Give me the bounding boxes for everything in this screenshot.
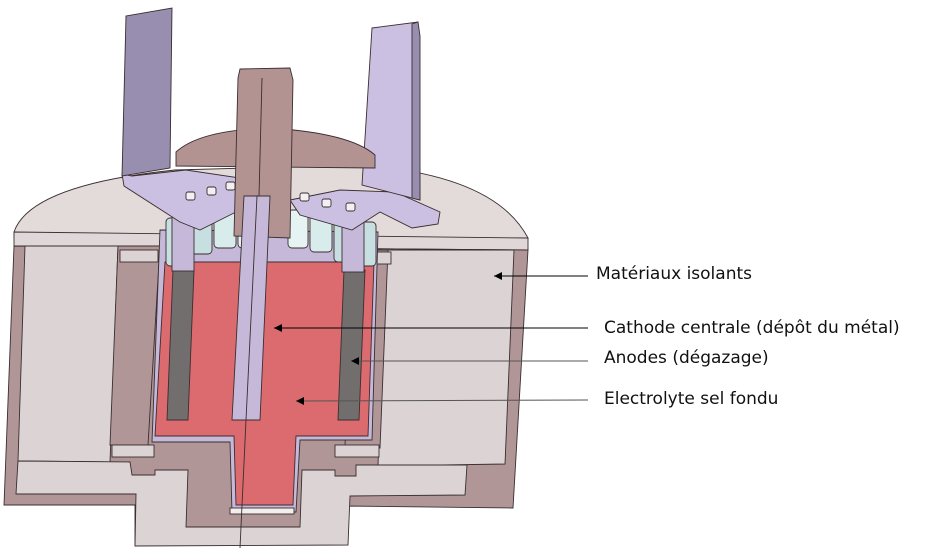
insulation-left	[17, 245, 119, 463]
crucible-bottom-plate	[229, 507, 295, 515]
electrolyte	[154, 261, 375, 506]
leader-anodes	[351, 357, 588, 365]
ledge-right	[334, 444, 380, 458]
label-anodes: Anodes (dégazage)	[604, 348, 769, 368]
insulation-right	[377, 249, 515, 467]
busbar-right-upright	[361, 21, 421, 201]
label-cathode: Cathode centrale (dépôt du métal)	[604, 318, 900, 338]
cathode-rod	[231, 195, 271, 421]
insulation-bottom	[15, 460, 468, 547]
busbar-left-upright	[121, 7, 173, 177]
label-electrolyte: Electrolyte sel fondu	[604, 389, 779, 409]
leader-electrolyte	[295, 397, 589, 405]
busbar-right-upright-edge	[411, 21, 421, 201]
ledge-top-left	[119, 249, 159, 263]
leader-cathode	[274, 324, 588, 332]
label-insulation: Matériaux isolants	[596, 264, 752, 284]
cathode-head	[233, 67, 294, 239]
bolts	[185, 181, 356, 212]
leader-insulation	[494, 272, 588, 280]
ledge-left	[111, 444, 155, 458]
axis-line	[239, 419, 247, 549]
